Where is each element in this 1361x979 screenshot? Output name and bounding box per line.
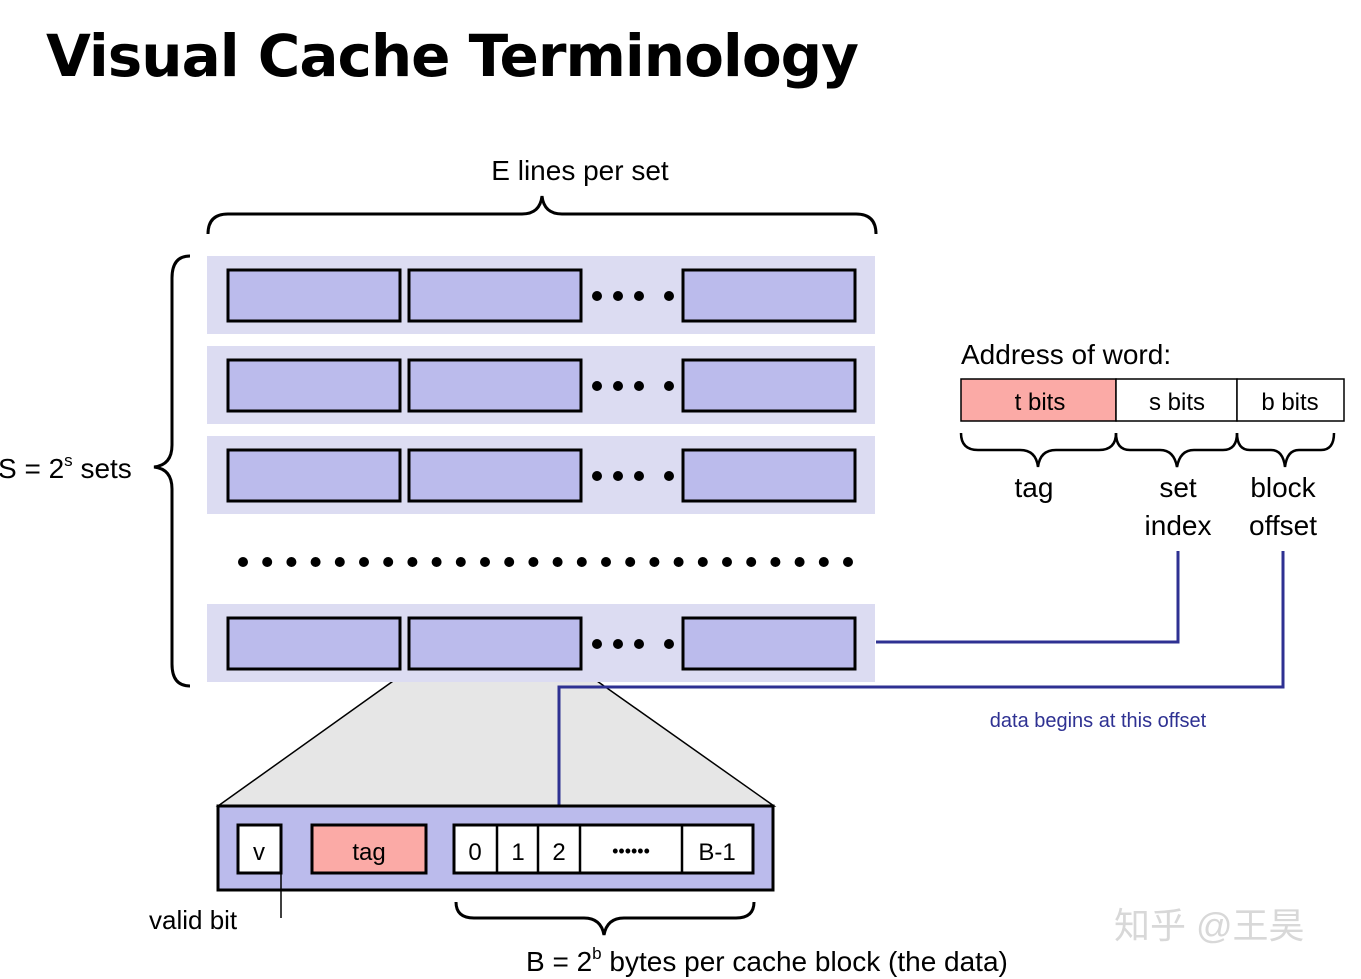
byte-last: B-1 xyxy=(698,839,735,866)
b-bytes-label: B = 2b bytes per cache block (the data) xyxy=(526,944,1008,977)
page-title: Visual Cache Terminology xyxy=(46,22,859,90)
ellipsis-dot xyxy=(601,557,611,567)
b-bits-label: b bits xyxy=(1261,389,1318,416)
data-offset-label: data begins at this offset xyxy=(990,710,1207,732)
cache-line xyxy=(681,358,857,413)
s-sets-brace xyxy=(153,254,191,688)
cache-set-3 xyxy=(207,436,875,514)
cache-line xyxy=(407,358,583,413)
ellipsis-dot xyxy=(697,557,708,567)
byte-ellipsis: •••••• xyxy=(612,841,650,861)
ellipsis-dot xyxy=(722,557,732,567)
ellipsis-dot xyxy=(746,557,757,567)
tag-brace xyxy=(959,432,1118,468)
ellipsis-dot xyxy=(843,557,853,567)
cache-line xyxy=(407,448,583,503)
ellipsis-dot xyxy=(528,557,539,567)
cache-line xyxy=(681,616,857,671)
ellipsis-dot xyxy=(334,557,345,567)
zoom-region xyxy=(215,668,777,807)
ellipsis-dot xyxy=(649,557,660,567)
ellipsis-dot xyxy=(238,557,248,567)
valid-bit-box xyxy=(236,823,283,875)
ellipsis-dot xyxy=(286,557,297,567)
ellipsis-dots xyxy=(592,291,674,301)
data-bytes-box xyxy=(452,823,755,875)
tag-box xyxy=(310,823,428,875)
ellipsis-dot xyxy=(794,557,805,567)
ellipsis-dot xyxy=(262,557,273,567)
ellipsis-dot xyxy=(770,557,781,567)
cache-line xyxy=(681,268,857,323)
cache-set-1 xyxy=(207,256,875,334)
ellipsis-dots xyxy=(592,381,674,391)
ellipsis-dot xyxy=(480,557,490,567)
cache-line-selected xyxy=(407,616,583,671)
ellipsis-dot xyxy=(673,557,684,567)
watermark: 知乎 @王昊 xyxy=(1114,905,1305,946)
valid-bit-text: v xyxy=(253,839,265,866)
t-bits-field xyxy=(960,378,1117,422)
ellipsis-dots xyxy=(592,639,674,649)
ellipsis-dots xyxy=(592,471,674,481)
set-index-connector xyxy=(876,551,1180,644)
e-lines-label: E lines per set xyxy=(491,155,669,186)
ellipsis-dot xyxy=(576,557,587,567)
b-bytes-brace xyxy=(454,901,756,936)
valid-bit-label: valid bit xyxy=(149,905,238,935)
s-sets-label: S = 2s sets xyxy=(0,451,132,484)
ellipsis-dot xyxy=(504,557,515,567)
block-offset-brace xyxy=(1235,432,1336,468)
ellipsis-dot xyxy=(455,557,466,567)
cache-line xyxy=(226,358,402,413)
cache-line xyxy=(226,268,402,323)
cache-set-last xyxy=(207,604,875,682)
tag-box-text: tag xyxy=(352,839,385,866)
ellipsis-dot xyxy=(818,557,829,567)
ellipsis-dot xyxy=(552,557,563,567)
ellipsis-dot xyxy=(431,557,442,567)
block-offset-connector xyxy=(557,551,1285,828)
ellipsis-dot xyxy=(625,557,636,567)
cache-line xyxy=(226,616,402,671)
cache-line xyxy=(681,448,857,503)
cache-line xyxy=(407,268,583,323)
cache-set-2 xyxy=(207,346,875,424)
offset-label: offset xyxy=(1249,510,1317,541)
ellipsis-dot xyxy=(383,557,394,567)
cache-line xyxy=(226,448,402,503)
tag-label: tag xyxy=(1015,472,1054,503)
e-lines-brace xyxy=(206,195,878,235)
s-bits-label: s bits xyxy=(1149,389,1205,416)
t-bits-label: t bits xyxy=(1015,389,1066,416)
b-bits-field xyxy=(1236,378,1345,422)
address-title: Address of word: xyxy=(961,339,1171,370)
index-label: index xyxy=(1145,510,1212,541)
ellipsis-dot xyxy=(407,557,418,567)
ellipsis-dot xyxy=(359,557,369,567)
sets-ellipsis-dots xyxy=(238,557,853,567)
byte-0: 0 xyxy=(468,839,481,866)
ellipsis-dot xyxy=(310,557,321,567)
byte-1: 1 xyxy=(511,839,524,866)
byte-2: 2 xyxy=(552,839,565,866)
block-label: block xyxy=(1250,472,1316,503)
set-label: set xyxy=(1159,472,1197,503)
set-index-brace xyxy=(1114,432,1239,468)
